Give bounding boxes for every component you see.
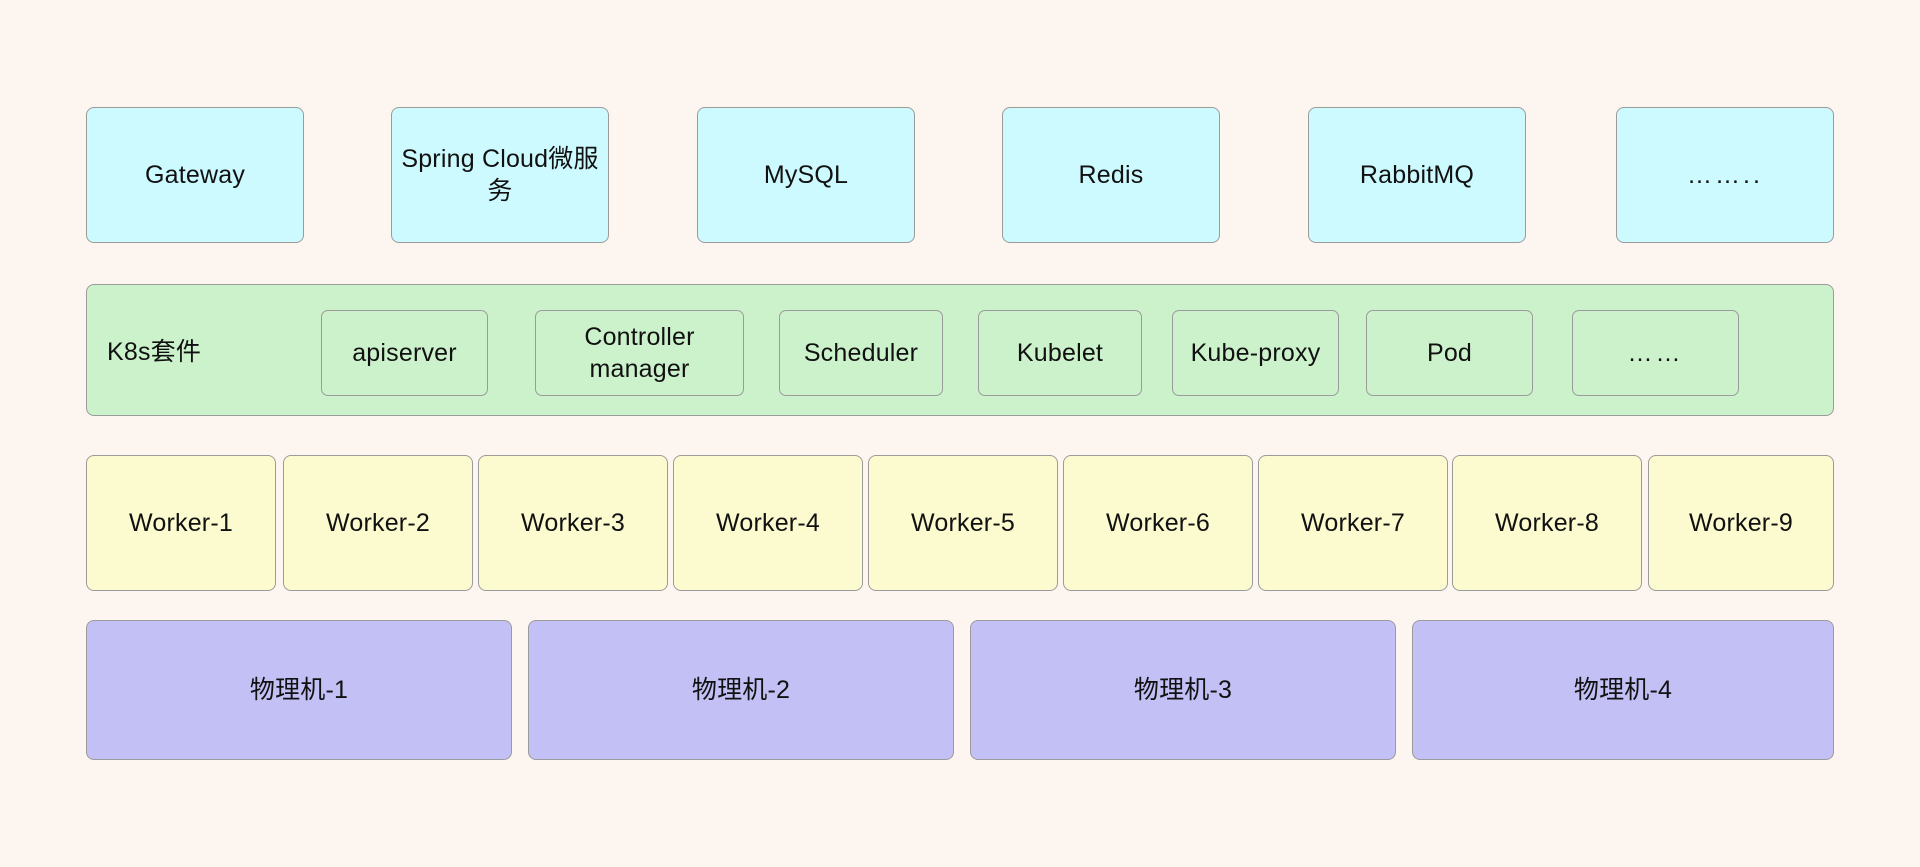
worker-nodes-node[interactable]: Worker-8: [1452, 455, 1642, 591]
worker-nodes-node[interactable]: Worker-1: [86, 455, 276, 591]
application-services-node[interactable]: RabbitMQ: [1308, 107, 1526, 243]
application-services-node[interactable]: Spring Cloud微服务: [391, 107, 609, 243]
physical-machines-node[interactable]: 物理机-4: [1412, 620, 1834, 760]
k8s-suite-node[interactable]: Scheduler: [779, 310, 943, 396]
k8s-suite-node[interactable]: apiserver: [321, 310, 488, 396]
worker-nodes-node[interactable]: Worker-4: [673, 455, 863, 591]
k8s-suite-node[interactable]: Kube-proxy: [1172, 310, 1339, 396]
physical-machines-node[interactable]: 物理机-3: [970, 620, 1396, 760]
k8s-suite-node[interactable]: Controller manager: [535, 310, 744, 396]
k8s-suite-node[interactable]: ……: [1572, 310, 1739, 396]
k8s-suite-label: K8s套件: [107, 338, 202, 366]
application-services-node[interactable]: Gateway: [86, 107, 304, 243]
worker-nodes-node[interactable]: Worker-7: [1258, 455, 1448, 591]
worker-nodes-node[interactable]: Worker-5: [868, 455, 1058, 591]
worker-nodes-node[interactable]: Worker-3: [478, 455, 668, 591]
worker-nodes-node[interactable]: Worker-9: [1648, 455, 1834, 591]
application-services-node[interactable]: Redis: [1002, 107, 1220, 243]
k8s-suite-node[interactable]: Pod: [1366, 310, 1533, 396]
k8s-suite-node[interactable]: Kubelet: [978, 310, 1142, 396]
worker-nodes-node[interactable]: Worker-2: [283, 455, 473, 591]
application-services-node[interactable]: MySQL: [697, 107, 915, 243]
application-services-node[interactable]: ……..: [1616, 107, 1834, 243]
physical-machines-node[interactable]: 物理机-1: [86, 620, 512, 760]
physical-machines-node[interactable]: 物理机-2: [528, 620, 954, 760]
worker-nodes-node[interactable]: Worker-6: [1063, 455, 1253, 591]
